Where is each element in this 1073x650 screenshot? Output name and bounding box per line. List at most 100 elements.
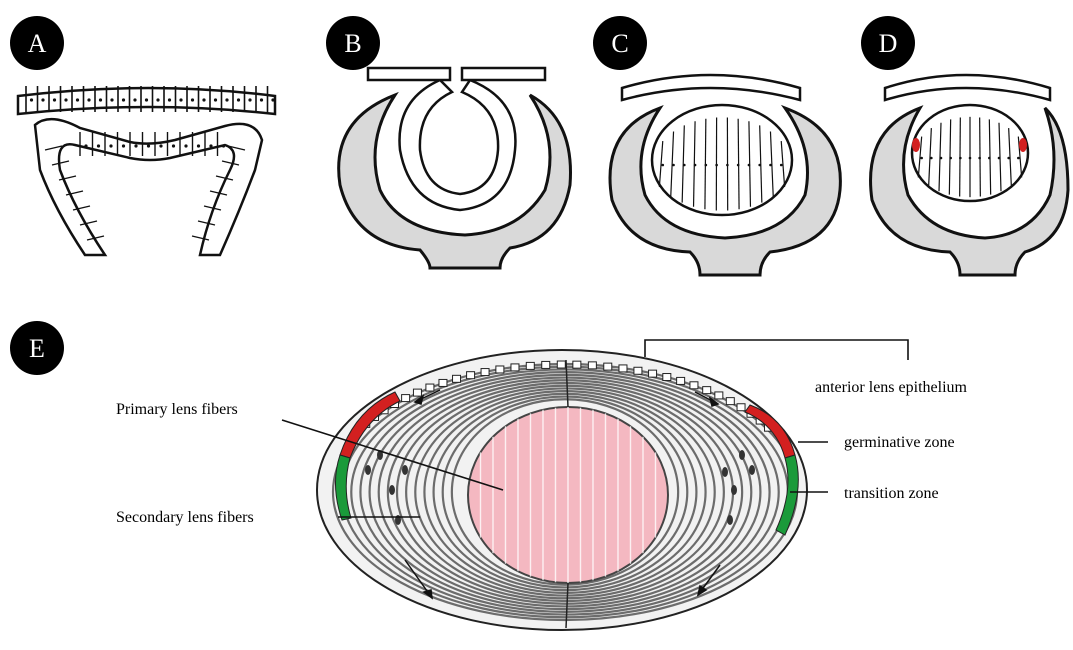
panel-e: E Primary lens — [10, 321, 968, 630]
fiber-nucleus — [930, 157, 933, 160]
placode-nucleus — [260, 98, 263, 101]
vesicle-nucleus — [84, 144, 87, 147]
panel-c: C — [593, 16, 840, 275]
placode-nucleus — [87, 98, 90, 101]
fiber-nucleus — [672, 164, 675, 167]
epithelium-cell — [703, 387, 711, 394]
svg-text:D: D — [879, 29, 898, 58]
fiber-nucleus — [998, 157, 1001, 160]
placode-nucleus — [30, 98, 33, 101]
epithelium-cell — [426, 384, 434, 391]
fiber-nucleus — [758, 164, 761, 167]
bow-nucleus — [749, 465, 755, 475]
panel-b: B — [326, 16, 571, 268]
bow-nucleus — [389, 485, 395, 495]
epithelium-cell — [439, 379, 447, 386]
placode-nucleus — [133, 98, 136, 101]
placode-nucleus — [41, 98, 44, 101]
placode-nucleus — [122, 98, 125, 101]
epithelium-cell — [677, 377, 685, 384]
placode-nucleus — [76, 98, 79, 101]
epithelium-cell — [663, 374, 671, 381]
vesicle-nucleus — [159, 144, 162, 147]
vesicle-nucleus — [172, 144, 175, 147]
epithelium-cell — [634, 367, 642, 374]
panel-a: A — [10, 16, 275, 255]
epithelium-cell — [526, 362, 534, 369]
fiber-nucleus — [694, 164, 697, 167]
panel-d: D — [861, 16, 1068, 275]
fiber-nucleus — [661, 164, 664, 167]
vesicle-nucleus — [209, 144, 212, 147]
fiber-nucleus — [769, 164, 772, 167]
svg-text:E: E — [29, 334, 45, 363]
fiber-nucleus — [780, 164, 783, 167]
epithelium-cell — [715, 392, 723, 399]
placode-nucleus — [156, 98, 159, 101]
epithelium-cell — [737, 404, 745, 411]
lens-vesicle — [400, 80, 516, 210]
fiber-nucleus — [1017, 157, 1020, 160]
fiber-nucleus — [737, 164, 740, 167]
epithelium-cell — [467, 372, 475, 379]
bow-nucleus — [402, 465, 408, 475]
label-anterior-lens-epithelium: anterior lens epithelium — [815, 379, 968, 396]
fiber-nucleus — [683, 164, 686, 167]
vesicle-nucleus — [109, 144, 112, 147]
label-germinative-zone: germinative zone — [844, 434, 955, 451]
epithelium-cell — [573, 361, 581, 368]
vesicle-nucleus — [197, 144, 200, 147]
placode-nucleus — [214, 98, 217, 101]
placode-nucleus — [237, 98, 240, 101]
epithelium-cell — [542, 361, 550, 368]
placode-nucleus — [191, 98, 194, 101]
fiber-nucleus — [705, 164, 708, 167]
placode-nucleus — [225, 98, 228, 101]
fiber-nucleus — [726, 164, 729, 167]
epithelium-cell — [557, 361, 565, 368]
epithelium-cell — [511, 364, 519, 371]
epithelium-cell — [604, 363, 612, 370]
epithelium-cell — [588, 362, 596, 369]
label-secondary-lens-fibers: Secondary lens fibers — [116, 509, 254, 526]
epithelium-cell — [453, 375, 461, 382]
epithelium-cell — [413, 389, 421, 396]
label-transition-zone: transition zone — [844, 485, 939, 502]
anterior-epithelium-bracket — [645, 340, 908, 360]
epithelium-cell — [726, 398, 734, 405]
placode-nucleus — [145, 98, 148, 101]
fiber-nucleus — [1007, 157, 1010, 160]
vesicle-nucleus — [184, 144, 187, 147]
svg-text:A: A — [28, 29, 47, 58]
surface-ectoderm-c — [622, 75, 800, 100]
panel-a-badge: A — [10, 16, 64, 70]
fiber-nucleus — [988, 157, 991, 160]
bow-nucleus — [722, 467, 728, 477]
vesicle-nucleus — [147, 144, 150, 147]
bow-nucleus — [365, 465, 371, 475]
fiber-nucleus — [940, 157, 943, 160]
placode-nucleus — [202, 98, 205, 101]
lens-c — [652, 105, 792, 215]
germinative-spot-right — [1019, 138, 1027, 152]
vesicle-nucleus — [222, 144, 225, 147]
epithelium-cell — [496, 366, 504, 373]
panel-d-badge: D — [861, 16, 915, 70]
panel-c-badge: C — [593, 16, 647, 70]
svg-text:B: B — [344, 29, 361, 58]
bow-nucleus — [731, 485, 737, 495]
bow-nucleus — [739, 450, 745, 460]
optic-cup — [339, 95, 571, 268]
placode-nucleus — [248, 98, 251, 101]
epithelium-cell — [481, 369, 489, 376]
vesicle-nucleus — [97, 144, 100, 147]
placode-nucleus — [179, 98, 182, 101]
fiber-nucleus — [978, 157, 981, 160]
epithelium-cell — [649, 370, 657, 377]
panel-b-badge: B — [326, 16, 380, 70]
fiber-nucleus — [748, 164, 751, 167]
fiber-nucleus — [969, 157, 972, 160]
epithelium-cell — [619, 365, 627, 372]
vesicle-nucleus — [122, 144, 125, 147]
